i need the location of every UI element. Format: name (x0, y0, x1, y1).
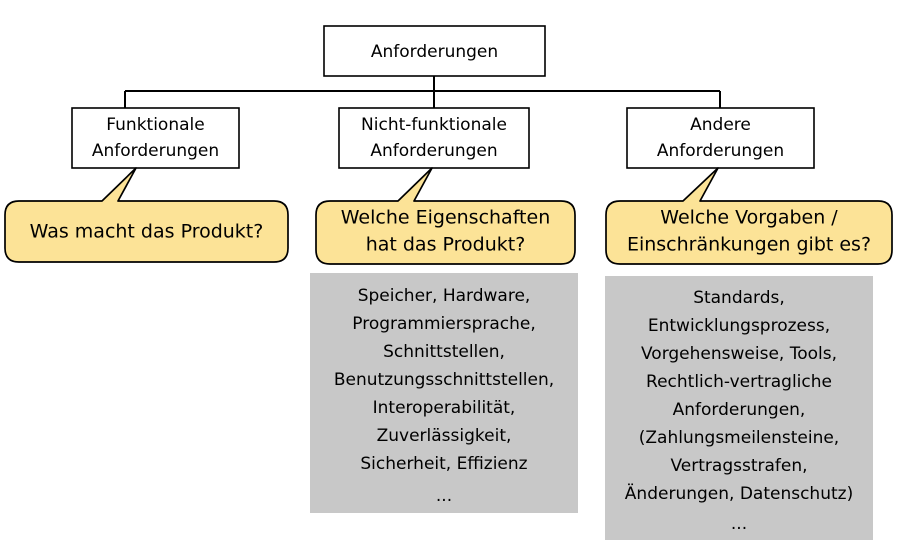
callout-other-shape (605, 167, 893, 265)
panel-non-functional-line-7: Sicherheit, Effizienz (360, 454, 527, 474)
panel-other-line-6: (Zahlungsmeilensteine, (639, 428, 839, 448)
panel-non-functional-line-2: Programmiersprache, (352, 314, 536, 334)
node-non-functional-label-line2: Anforderungen (370, 141, 497, 161)
panel-other-line-8: Änderungen, Datenschutz) (625, 483, 853, 504)
callout-non-functional-line2: hat das Produkt? (366, 234, 526, 256)
node-root[interactable]: Anforderungen (323, 25, 546, 77)
node-other-box (626, 107, 815, 169)
panel-other-line-4: Rechtlich-vertragliche (646, 372, 832, 392)
panel-non-functional-line-5: Interoperabilität, (373, 398, 516, 418)
node-root-box (323, 25, 546, 77)
panel-other: Standards, Entwicklungsprozess, Vorgehen… (605, 276, 873, 540)
node-non-functional-label-line1: Nicht-funktionale (361, 115, 507, 135)
callout-functional[interactable]: Was macht das Produkt? (4, 167, 289, 263)
panel-non-functional-box (310, 273, 578, 513)
panel-other-line-9: ... (731, 514, 747, 534)
node-functional-label-line1: Funktionale (106, 115, 204, 135)
callout-other-line1: Welche Vorgaben / (660, 207, 838, 229)
node-other-label-line2: Anforderungen (657, 141, 784, 161)
callout-other[interactable]: Welche Vorgaben / Einschränkungen gibt e… (605, 167, 893, 265)
node-functional[interactable]: Funktionale Anforderungen (71, 107, 240, 169)
callout-functional-shape (4, 167, 289, 263)
panel-non-functional-line-1: Speicher, Hardware, (358, 286, 531, 306)
node-non-functional[interactable]: Nicht-funktionale Anforderungen (338, 107, 530, 169)
panel-other-line-2: Entwicklungsprozess, (648, 316, 830, 336)
panel-other-line-5: Anforderungen, (673, 400, 806, 420)
node-other[interactable]: Andere Anforderungen (626, 107, 815, 169)
panel-other-line-1: Standards, (693, 288, 785, 308)
callout-non-functional-shape (315, 167, 576, 265)
connector-lines (124, 76, 721, 108)
node-other-label-line1: Andere (690, 115, 751, 135)
node-non-functional-box (338, 107, 530, 169)
callout-functional-line1: Was macht das Produkt? (30, 221, 264, 243)
node-root-label: Anforderungen (371, 42, 498, 62)
callout-non-functional[interactable]: Welche Eigenschaften hat das Produkt? (315, 167, 576, 265)
panel-non-functional-line-6: Zuverlässigkeit, (377, 426, 512, 446)
panel-other-line-3: Vorgehensweise, Tools, (641, 344, 837, 364)
panel-non-functional: Speicher, Hardware, Programmiersprache, … (310, 273, 578, 513)
panel-non-functional-line-3: Schnittstellen, (383, 342, 505, 362)
panel-non-functional-line-4: Benutzungsschnittstellen, (334, 370, 554, 390)
callout-other-line2: Einschränkungen gibt es? (627, 234, 871, 256)
panel-non-functional-line-8: ... (436, 486, 452, 506)
panel-other-box (605, 276, 873, 540)
node-functional-label-line2: Anforderungen (92, 141, 219, 161)
panel-other-line-7: Vertragsstrafen, (670, 456, 807, 476)
node-functional-box (71, 107, 240, 169)
callout-non-functional-line1: Welche Eigenschaften (341, 207, 551, 229)
